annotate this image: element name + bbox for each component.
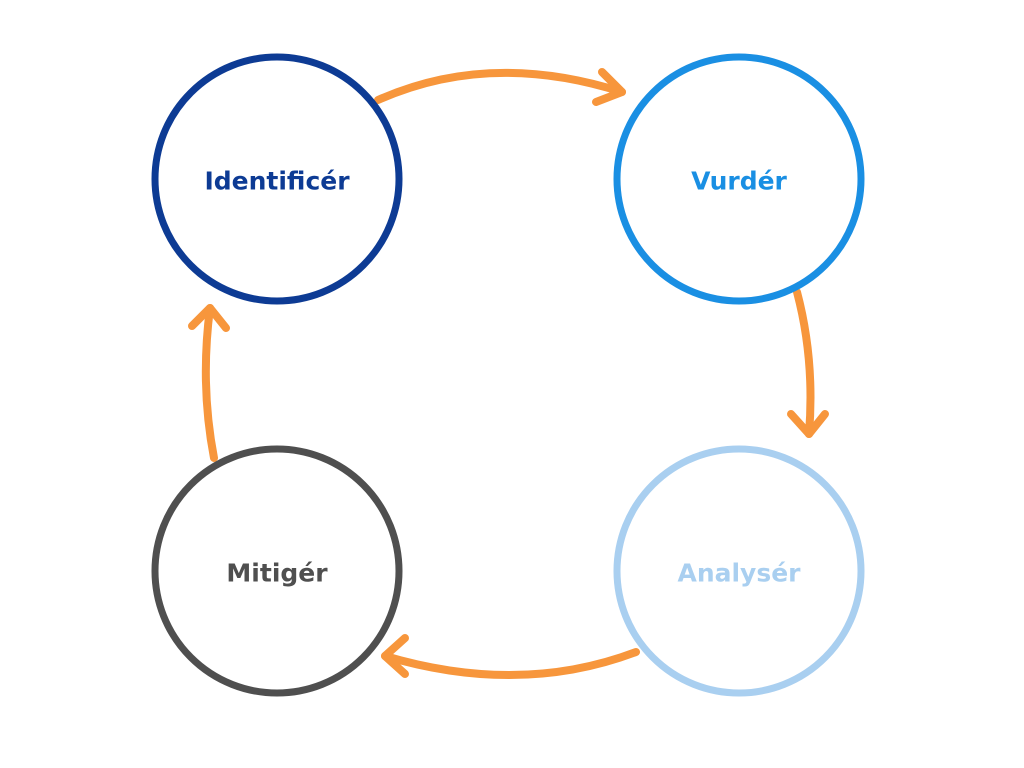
stage-identify: Identificér [151, 53, 403, 305]
arrow-identify-to-assess [374, 68, 626, 106]
stage-assess-circle [613, 53, 865, 305]
arrow-mitigate-to-identify-shaft [201, 304, 218, 462]
stage-analyze: Analysér [613, 445, 865, 697]
arrow-analyze-to-mitigate [381, 634, 640, 680]
stage-analyze-label: Analysér [677, 559, 801, 588]
arrow-assess-to-analyze-head [787, 410, 829, 438]
arrow-assess-to-analyze-shaft [793, 288, 815, 438]
stage-mitigate-circle [151, 445, 403, 697]
stage-mitigate-label: Mitigér [226, 559, 328, 588]
stage-analyze-circle [613, 445, 865, 697]
arrow-identify-to-assess-head [592, 68, 626, 106]
stage-identify-circle [151, 53, 403, 305]
stage-assess-label: Vurdér [691, 167, 787, 196]
stage-identify-label: Identificér [204, 167, 350, 196]
arrow-identify-to-assess-shaft [374, 68, 626, 104]
stage-mitigate: Mitigér [151, 445, 403, 697]
arrow-assess-to-analyze [787, 288, 829, 438]
arrow-mitigate-to-identify [188, 304, 230, 462]
arrow-analyze-to-mitigate-shaft [381, 648, 640, 680]
arrow-mitigate-to-identify-head [188, 304, 230, 332]
arrow-analyze-to-mitigate-head [381, 634, 409, 678]
stage-assess: Vurdér [613, 53, 865, 305]
